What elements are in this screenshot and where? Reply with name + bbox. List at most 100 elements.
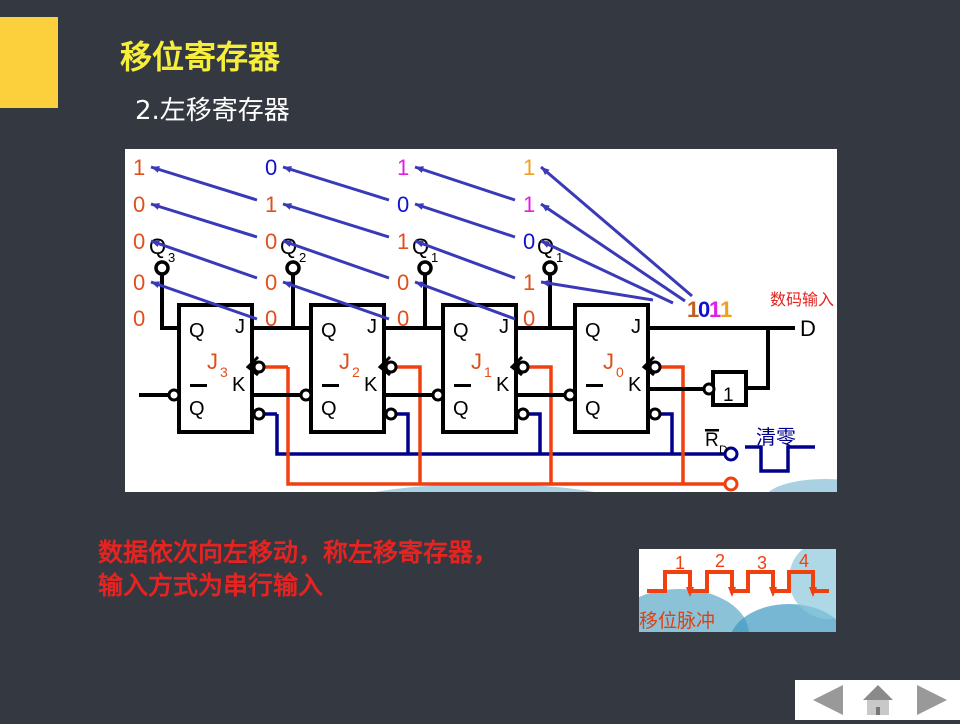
shift-arrow xyxy=(414,202,516,239)
reset-overline xyxy=(705,429,719,432)
slide-title: 移位寄存器 xyxy=(120,38,281,76)
flipflop-subscript: 0 xyxy=(616,364,624,380)
state-bit: 0 xyxy=(397,306,409,331)
shift-arrow xyxy=(414,280,516,321)
shift-arrow-head xyxy=(283,240,292,248)
home-button[interactable] xyxy=(853,680,903,720)
state-bit: 0 xyxy=(523,306,535,331)
pulse-number: 3 xyxy=(757,553,767,573)
data-input-label: D xyxy=(800,316,816,341)
input-code-digit: 1 xyxy=(687,297,699,322)
shift-arrow xyxy=(282,165,390,202)
pulse-number: 2 xyxy=(715,551,725,571)
qbar-overline xyxy=(190,384,207,387)
shift-arrow xyxy=(282,239,390,280)
shift-arrow xyxy=(282,280,390,321)
next-button[interactable] xyxy=(907,680,957,720)
flipflop-subscript: 2 xyxy=(352,364,360,380)
jk-flipflop xyxy=(177,303,254,434)
not-gate-bubble xyxy=(702,382,716,396)
flipflop-subscript: 1 xyxy=(484,364,492,380)
state-bit: 0 xyxy=(523,229,535,254)
not-gate-label: 1 xyxy=(723,385,734,406)
circuit-svg: Q3QJQKJ3Q2QJQKJ2Q1QJQKJ1Q1QJQKJ0D1RD清零数码… xyxy=(133,155,837,492)
shift-arrow xyxy=(150,280,258,321)
state-bit: 1 xyxy=(523,270,535,295)
clock-input xyxy=(641,355,656,377)
shift-arrow-head xyxy=(415,203,424,210)
q-output-wire xyxy=(160,274,179,330)
shift-arrow xyxy=(150,239,258,280)
reset-bubble xyxy=(516,407,530,421)
shift-arrow-head xyxy=(541,204,550,212)
shift-arrow-head xyxy=(541,167,550,176)
shift-arrow-head xyxy=(415,281,424,289)
j-label: J xyxy=(499,316,509,338)
flipflop-name: J xyxy=(471,349,482,374)
shift-arrow xyxy=(150,202,258,239)
j-label: J xyxy=(367,316,377,338)
clock-bubble xyxy=(648,360,662,374)
input-label: 数码输入 xyxy=(770,291,834,309)
pulse-number: 1 xyxy=(675,553,685,573)
q-output-wire xyxy=(548,274,575,330)
clock-wire xyxy=(522,365,553,484)
qbar-label: Q xyxy=(453,398,469,420)
qbar-overline xyxy=(322,384,339,387)
shift-arrow-head xyxy=(283,281,292,289)
pulse-label: 移位脉冲 xyxy=(639,610,715,632)
q-terminal xyxy=(542,260,558,276)
reset-bubble xyxy=(648,407,662,421)
state-bit: 0 xyxy=(397,270,409,295)
q-terminal xyxy=(285,260,301,276)
q-output-wire xyxy=(423,274,443,330)
input-code-digit: 0 xyxy=(698,297,710,322)
qbar-label: Q xyxy=(189,398,205,420)
accent-bar xyxy=(0,17,58,108)
qbar-label: Q xyxy=(585,398,601,420)
clear-label: 清零 xyxy=(756,426,796,449)
shift-arrow xyxy=(540,239,674,305)
inverter-input-wire xyxy=(746,328,770,390)
j-label: J xyxy=(235,316,245,338)
reset-label: R xyxy=(705,430,719,451)
q-output-subscript: 1 xyxy=(431,250,438,265)
state-bit: 0 xyxy=(265,306,277,331)
qbar-bubble xyxy=(299,388,313,402)
clock-input xyxy=(377,355,392,377)
qbar-overline xyxy=(586,384,603,387)
k-label: K xyxy=(496,374,510,396)
jk-flipflop xyxy=(573,303,650,434)
bg-wave xyxy=(375,484,595,492)
q-label: Q xyxy=(321,320,337,342)
shift-arrow-head xyxy=(151,203,160,210)
caption-line-1: 数据依次向左移动，称左移寄存器， xyxy=(98,538,499,567)
reset-bus xyxy=(275,414,725,456)
shift-arrow xyxy=(540,165,693,298)
pulse-svg: 1 2 3 4 移位脉冲 xyxy=(639,549,836,632)
prev-icon xyxy=(813,685,843,715)
shift-arrow xyxy=(540,202,686,303)
qbar-bubble xyxy=(167,388,181,402)
q-output-label: Q xyxy=(537,234,554,259)
q-label: Q xyxy=(585,320,601,342)
shift-arrow-head xyxy=(151,240,160,248)
prev-button[interactable] xyxy=(800,680,850,720)
flipflop-name: J xyxy=(603,349,614,374)
flipflop-name: J xyxy=(339,349,350,374)
q-output-subscript: 3 xyxy=(168,250,175,265)
clock-wire xyxy=(390,365,422,484)
shift-arrow-head xyxy=(151,166,160,173)
shift-arrow-head xyxy=(151,281,160,289)
q-output-subscript: 2 xyxy=(299,250,306,265)
caption: 数据依次向左移动，称左移寄存器， 输入方式为串行输入 xyxy=(98,536,498,602)
flipflop-name: J xyxy=(207,349,218,374)
q-label: Q xyxy=(189,320,205,342)
clock-wire xyxy=(654,365,685,484)
pulse-number: 4 xyxy=(799,551,809,571)
home-icon xyxy=(863,685,893,715)
slide-subtitle: 2.左移寄存器 xyxy=(135,96,290,126)
clock-input xyxy=(245,355,260,377)
shift-arrow xyxy=(540,280,654,302)
clock-terminal xyxy=(723,476,739,492)
